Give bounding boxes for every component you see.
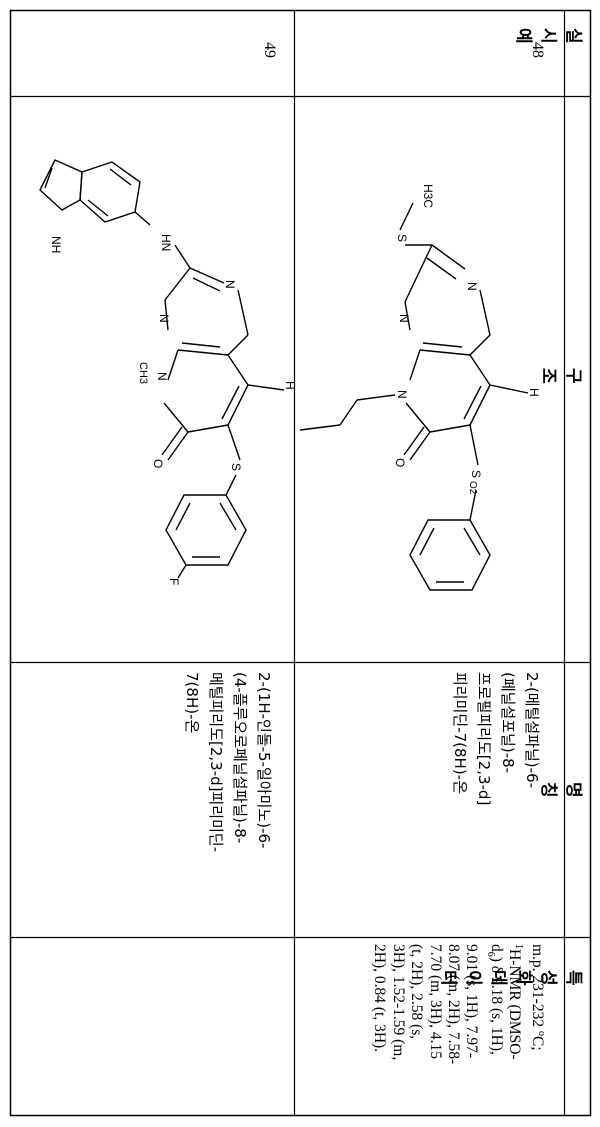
methyl-label: H3C bbox=[421, 184, 435, 208]
amine-label: HN bbox=[159, 234, 173, 251]
sulfur-label: S bbox=[229, 463, 243, 471]
structure-49-labels: NH HN N N N CH3 H S O F bbox=[49, 234, 297, 585]
name-line: (4-플루오로페닐설파닐)-8- bbox=[231, 672, 249, 844]
structure-49 bbox=[39, 159, 285, 579]
example-number-49: 49 bbox=[261, 42, 278, 58]
nmr-line: 8.07 (m, 2H), 7.58- bbox=[444, 944, 462, 1065]
name-line: 2-(1H-인돌-5-일아미노)-6- bbox=[255, 672, 273, 849]
nitrogen-label: N bbox=[223, 280, 237, 289]
compound-name-48: 2-(메틸설파닐)-6- (페닐설포닐)-8- 프로필피리도[2,3-d] 피리… bbox=[448, 672, 544, 942]
melting-point: m.p. 231-232 oC; bbox=[528, 944, 547, 1051]
nmr-line: 9.01 (s, 1H), 7.97- bbox=[463, 944, 481, 1059]
nitrogen-label: N bbox=[155, 372, 169, 381]
nitrogen-label: N bbox=[397, 314, 411, 323]
example-number-48: 48 bbox=[529, 42, 546, 58]
fluorine-label: F bbox=[167, 578, 181, 585]
sulfonyl-label: S bbox=[469, 470, 483, 478]
name-line: 7(8H)-온 bbox=[183, 672, 201, 734]
hydrogen-label: H bbox=[527, 388, 541, 397]
structure-48 bbox=[299, 202, 529, 591]
carbonyl-oxygen-label: O bbox=[393, 458, 407, 467]
characterization-48: m.p. 231-232 oC; 1H-NMR (DMSO- d6) δ 9.1… bbox=[370, 944, 550, 1114]
compound-name-49: 2-(1H-인돌-5-일아미노)-6- (4-플루오로페닐설파닐)-8- 메틸피… bbox=[180, 672, 276, 942]
nitrogen-label: N bbox=[465, 282, 479, 291]
name-line: 메틸피리도[2,3-d]피리미딘- bbox=[207, 672, 225, 853]
nmr-line: 3H), 1.52-1.59 (m, bbox=[389, 944, 407, 1061]
table-border bbox=[9, 9, 592, 1117]
nmr-solvent: d6) δ 9.18 (s, 1H), bbox=[484, 944, 505, 1055]
nitrogen-label: N bbox=[157, 314, 171, 323]
hydrogen-label: H bbox=[283, 381, 297, 390]
structure-48-labels: H3C S N N N H S O2 O bbox=[393, 184, 541, 495]
name-line: 피리미딘-7(8H)-온 bbox=[451, 672, 469, 794]
header-name: 명칭 bbox=[538, 782, 583, 799]
header-example-no: 실시예 bbox=[513, 28, 583, 45]
nmr-line: 7.70 (m, 3H), 4.15 bbox=[426, 944, 444, 1059]
name-line: 프로필피리도[2,3-d] bbox=[475, 672, 493, 806]
sulfur-label: S bbox=[395, 234, 409, 242]
indole-nh-label: NH bbox=[49, 236, 63, 253]
nmr-line: (t, 2H), 2.58 (s, bbox=[408, 944, 426, 1040]
methyl-label: CH3 bbox=[137, 362, 149, 384]
nitrogen-label: N bbox=[395, 390, 409, 399]
header-structure: 구조 bbox=[538, 368, 583, 385]
nmr-line: 2H), 0.84 (t, 3H). bbox=[371, 944, 389, 1053]
name-line: (페닐설포닐)-8- bbox=[499, 672, 517, 774]
carbonyl-oxygen-label: O bbox=[151, 459, 165, 468]
sulfonyl-o2-label: O2 bbox=[467, 481, 478, 495]
nmr-header: 1H-NMR (DMSO- bbox=[506, 944, 525, 1060]
name-line: 2-(메틸설파닐)-6- bbox=[523, 672, 541, 789]
